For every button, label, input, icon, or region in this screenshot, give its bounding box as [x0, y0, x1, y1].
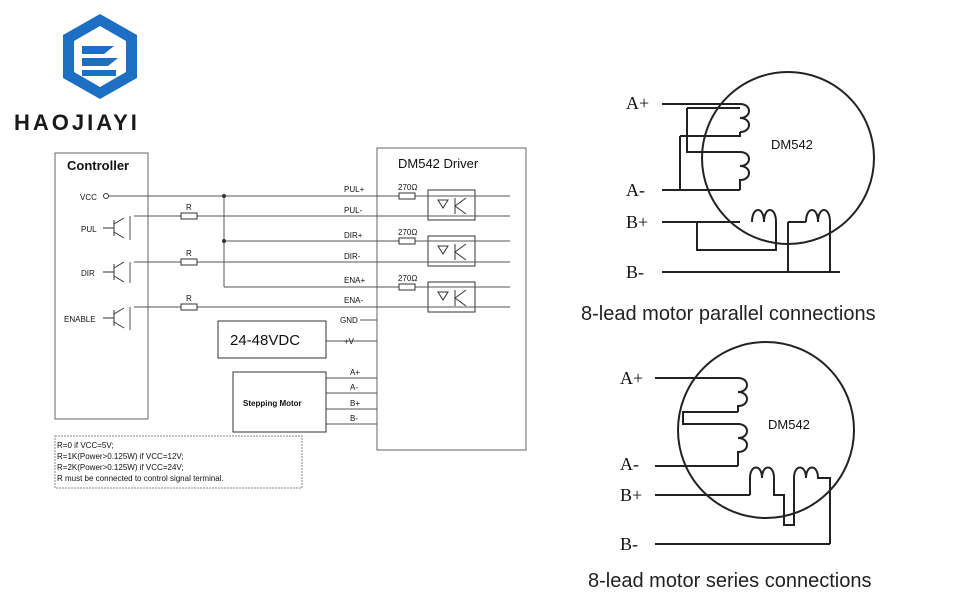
- pul-label: PUL: [81, 225, 97, 234]
- motor-a-minus: A-: [350, 383, 358, 392]
- controller-box: [54, 152, 149, 420]
- driver-box: [376, 147, 527, 451]
- series-a-plus: A+: [620, 368, 643, 388]
- series-motor-label: DM542: [768, 417, 810, 432]
- note-line: R=2K(Power>0.125W) if VCC=24V;: [57, 463, 184, 472]
- vplus-label: +V: [344, 337, 355, 346]
- note-line: R=1K(Power>0.125W) if VCC=12V;: [57, 452, 184, 461]
- optocoupler-2: [427, 235, 476, 267]
- resistor-dir: [180, 258, 198, 266]
- stepping-motor-box: [232, 371, 327, 433]
- series-caption: 8-lead motor series connections: [588, 570, 872, 592]
- note-line: R must be connected to control signal te…: [57, 474, 224, 483]
- resistor-270-3: [398, 283, 416, 291]
- motor-b-plus: B+: [350, 399, 360, 408]
- r-label-pul: R: [186, 203, 192, 212]
- enable-label: ENABLE: [64, 315, 96, 324]
- notes-text: R=0 if VCC=5V; R=1K(Power>0.125W) if VCC…: [57, 440, 301, 484]
- r-label-ena: R: [186, 294, 192, 303]
- parallel-diagram: A+ A- B+ B- DM542: [626, 71, 875, 282]
- dir-label: DIR: [81, 269, 95, 278]
- resistor-270-2: [398, 237, 416, 245]
- series-b-plus: B+: [620, 485, 642, 505]
- controller-title: Controller: [67, 158, 129, 173]
- junction-dot: [222, 194, 226, 198]
- ohm-label-3: 270Ω: [398, 274, 417, 283]
- parallel-b-minus: B-: [626, 262, 644, 282]
- dir-plus-label: DIR+: [344, 231, 363, 240]
- optocoupler-1: [427, 189, 476, 221]
- motor-label: Stepping Motor: [243, 399, 302, 408]
- series-diagram: A+ A- B+ B- DM542: [620, 341, 855, 554]
- series-wires: [655, 377, 831, 545]
- parallel-a-minus: A-: [626, 180, 645, 200]
- parallel-b-plus: B+: [626, 212, 648, 232]
- series-b-minus: B-: [620, 534, 638, 554]
- brand-name: HAOJIAYI: [14, 110, 140, 135]
- ena-plus-label: ENA+: [344, 276, 365, 285]
- vcc-terminal: [103, 193, 109, 199]
- pul-plus-label: PUL+: [344, 185, 365, 194]
- vcc-label: VCC: [80, 193, 97, 202]
- series-motor-circle: [677, 341, 855, 519]
- ohm-label-2: 270Ω: [398, 228, 417, 237]
- parallel-motor-circle: [701, 71, 875, 245]
- resistor-270-1: [398, 192, 416, 200]
- transistor-enable: [103, 307, 125, 329]
- parallel-a-plus: A+: [626, 93, 649, 113]
- power-box: [217, 320, 327, 359]
- resistor-ena: [180, 303, 198, 311]
- transistor-dir: [103, 261, 125, 283]
- junction-dot: [222, 239, 226, 243]
- driver-title: DM542 Driver: [398, 156, 479, 171]
- power-label: 24-48VDC: [230, 332, 300, 349]
- note-line: R=0 if VCC=5V;: [57, 441, 114, 450]
- ohm-label-1: 270Ω: [398, 183, 417, 192]
- pul-minus-label: PUL-: [344, 206, 363, 215]
- notes-box: [54, 435, 303, 489]
- dir-minus-label: DIR-: [344, 252, 361, 261]
- resistor-pul: [180, 212, 198, 220]
- parallel-motor-label: DM542: [771, 137, 813, 152]
- transistor-pul: [103, 217, 125, 239]
- motor-b-minus: B-: [350, 414, 358, 423]
- optocoupler-3: [427, 281, 476, 313]
- ena-minus-label: ENA-: [344, 296, 363, 305]
- r-label-dir: R: [186, 249, 192, 258]
- logo-mark: [63, 14, 137, 99]
- gnd-label: GND: [340, 316, 358, 325]
- motor-a-plus: A+: [350, 368, 360, 377]
- series-a-minus: A-: [620, 454, 639, 474]
- parallel-wires: [662, 103, 840, 273]
- parallel-caption: 8-lead motor parallel connections: [581, 303, 876, 325]
